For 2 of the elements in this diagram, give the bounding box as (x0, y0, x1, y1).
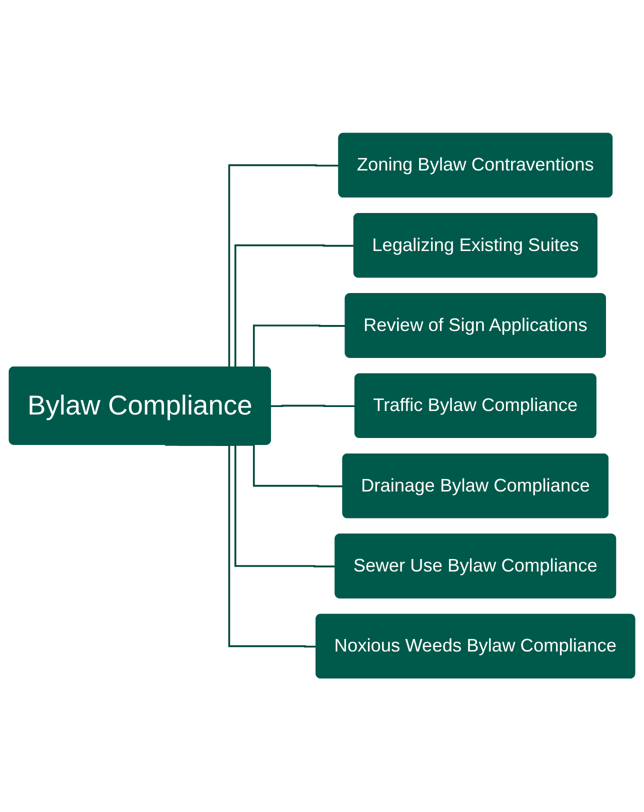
connector (165, 444, 317, 648)
connector (271, 405, 356, 408)
